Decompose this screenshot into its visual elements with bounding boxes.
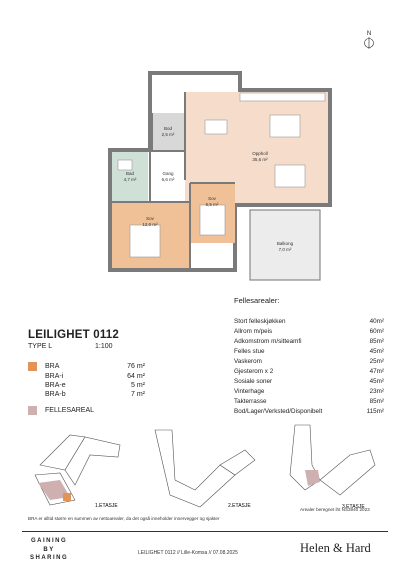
key-plan-1: 1.ETASJE [34, 434, 121, 509]
felles-label: Vinterhage [234, 388, 265, 395]
legend-value: 76 m² [127, 363, 145, 370]
unit-title: LEILIGHET 0112 [28, 329, 119, 341]
key-plan-label-3: 3.ETASJE [342, 504, 365, 510]
felles-value: 45m² [369, 378, 384, 385]
unit-type: TYPE L [28, 343, 53, 350]
room-label-bedroom-2: Sov [208, 196, 217, 201]
bra-swatch [28, 362, 37, 371]
felles-row: Bod/Lager/Verksted/Disponibelt 115m² [234, 408, 384, 415]
room-label-storage: Bod [164, 126, 173, 131]
legend-value: 64 m² [127, 373, 145, 380]
felles-value: 60m² [369, 328, 384, 335]
helen-hard-logo: Helen & Hard [300, 541, 371, 555]
felles-row: Adkomstrom m/sitteamfi 85m² [234, 338, 384, 345]
gaining-by-sharing-logo: GAINING BY SHARING [30, 538, 69, 561]
room-label-bath: Bad [126, 171, 135, 176]
room-area-living: 35,6 m² [252, 157, 268, 162]
legend-label: BRA-b [45, 391, 66, 398]
felles-heading: Fellesarealer: [234, 296, 280, 305]
legend-row-fellesareal: FELLESAREAL [28, 406, 94, 415]
room-label-hall: Gang [162, 171, 174, 176]
felles-value: 23m² [369, 388, 384, 395]
felles-value: 115m² [366, 408, 384, 415]
legend-value: 5 m² [131, 382, 145, 389]
fellesareal-label: FELLESAREAL [45, 407, 95, 414]
felles-row: Vaskerom 25m² [234, 358, 384, 365]
legend-label: BRA-e [45, 382, 66, 389]
bra-note: BRA er alltid større en summen av nettoa… [28, 516, 220, 521]
felles-row: Felles stue 45m² [234, 348, 384, 355]
key-plan-2: 2.ETASJE [154, 429, 256, 509]
room-area-storage: 2,5 m² [162, 132, 175, 137]
felles-value: 25m² [369, 358, 384, 365]
felles-row: Sosiale soner 45m² [234, 378, 384, 385]
legend-label: BRA [45, 363, 60, 370]
plan-scale: 1:100 [95, 343, 113, 350]
felles-row: Gjesterom x 2 47m² [234, 368, 384, 375]
area-standard-note: Arealer beregnet iht NS3940 2023 [300, 507, 370, 512]
key-plan-label-1: 1.ETASJE [95, 503, 118, 509]
felles-value: 47m² [369, 368, 384, 375]
felles-value: 45m² [369, 348, 384, 355]
felles-label: Bod/Lager/Verksted/Disponibelt [234, 408, 323, 415]
felles-label: Felles stue [234, 348, 265, 355]
felles-label: Stort felleskjøkken [234, 318, 286, 325]
room-area-balcony: 7,0 m² [279, 247, 292, 252]
felles-row: Stort felleskjøkken 40m² [234, 318, 384, 325]
north-label: N [367, 31, 371, 37]
room-label-living: Oppholl [252, 151, 268, 156]
key-plan-label-2: 2.ETASJE [228, 503, 251, 509]
room-area-bath: 4,7 m² [124, 177, 137, 182]
room-label-balcony: Balkong [277, 241, 294, 246]
fellesareal-swatch [28, 406, 37, 415]
room-area-hall: 6,6 m² [162, 177, 175, 182]
legend-value: 7 m² [131, 391, 145, 398]
felles-label: Takterrasse [234, 398, 267, 405]
footer-divider [22, 531, 388, 532]
felles-label: Allrom m/peis [234, 328, 273, 335]
felles-label: Vaskerom [234, 358, 262, 365]
room-label-bedroom-1: Sov [146, 216, 155, 221]
felles-row: Allrom m/peis 60m² [234, 328, 384, 335]
legend-row-bra: BRA 76 m² [28, 362, 145, 371]
felles-row: Takterrasse 85m² [234, 398, 384, 405]
felles-label: Sosiale soner [234, 378, 273, 385]
felles-row: Vinterhage 23m² [234, 388, 384, 395]
room-storage [152, 113, 184, 151]
footer-info: LEILIGHET 0112 // Lille-Komsa // 07.08.2… [138, 550, 238, 556]
felles-value: 85m² [369, 338, 384, 345]
balcony-area [249, 209, 321, 281]
north-arrow-icon: N [364, 31, 374, 49]
legend-row-bra-e: BRA-e 5 m² [28, 381, 145, 390]
floor-plan: Bad 4,7 m² Gang 6,6 m² Bod 2,5 m² Opphol… [108, 71, 332, 281]
felles-label: Gjesterom x 2 [234, 368, 274, 375]
room-area-bedroom-1: 12,0 m² [142, 222, 158, 227]
key-plan-3: 3.ETASJE [289, 424, 376, 510]
felles-value: 40m² [369, 318, 384, 325]
legend-label: BRA-i [45, 373, 64, 380]
legend-row-bra-b: BRA-b 7 m² [28, 390, 145, 399]
felles-label: Adkomstrom m/sitteamfi [234, 338, 302, 345]
legend-row-bra-i: BRA-i 64 m² [28, 372, 145, 381]
felles-value: 85m² [369, 398, 384, 405]
room-area-bedroom-2: 6,5 m² [206, 202, 219, 207]
